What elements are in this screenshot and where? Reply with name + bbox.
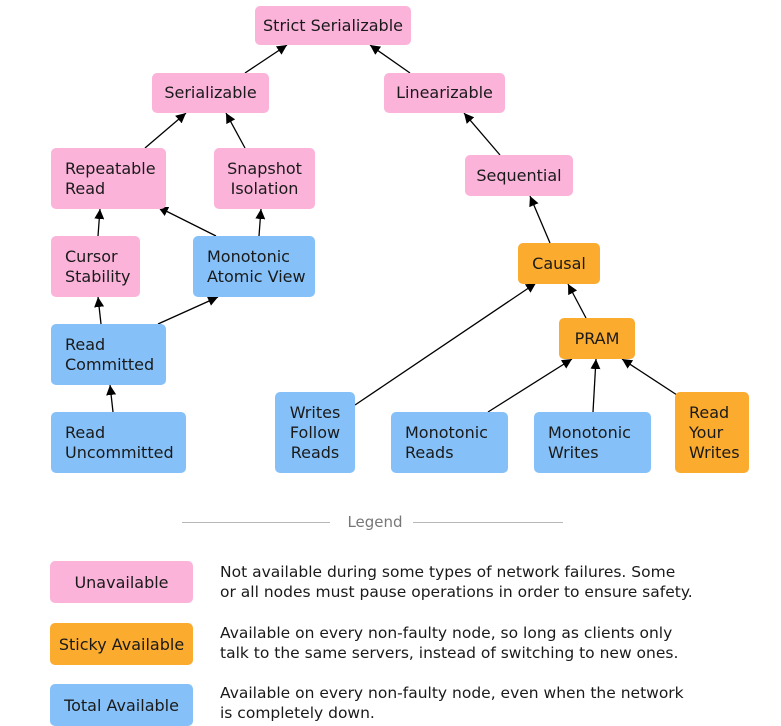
edge-snapshot-isolation-to-serializable [225,112,246,149]
legend-divider-right [413,522,563,523]
node-sequential-label: Sequential [476,165,562,185]
node-read-your-writes: Read Your Writes [675,392,749,473]
node-read-your-writes-line-2: Your [689,422,724,442]
legend-desc-total-available-line-1: Available on every non-faulty node, even… [220,684,684,702]
edge-cursor-stability-to-repeatable-read [94,208,105,237]
edge-read-your-writes-to-pram [621,358,678,396]
node-read-committed-line-1: Read [65,334,106,354]
edge-causal-to-sequential [529,195,551,244]
edge-read-committed-to-monotonic-atomic-view [157,296,219,325]
node-writes-follow-reads: Writes Follow Reads [275,392,355,473]
legend-desc-sticky-available-line-1: Available on every non-faulty node, so l… [220,624,673,642]
node-cursor-stability-line-2: Stability [65,266,131,286]
edge-pram-to-causal [567,283,587,319]
node-repeatable-read-line-2: Read [65,178,106,198]
edge-serializable-to-strict-serializable [244,44,288,74]
node-writes-follow-reads-line-1: Writes [289,402,341,422]
legend-desc-unavailable-line-2: or all nodes must pause operations in or… [220,583,693,601]
node-monotonic-reads: Monotonic Reads [391,412,508,473]
legend-desc-total-available-line-2: is completely down. [220,704,375,722]
node-causal-label: Causal [532,253,586,273]
edge-sequential-to-linearizable [463,112,501,156]
node-monotonic-writes: Monotonic Writes [534,412,651,473]
edge-writes-follow-reads-to-causal [354,282,537,406]
node-sequential: Sequential [465,155,573,196]
legend-swatch-unavailable: Unavailable [50,561,193,603]
node-read-committed-line-2: Committed [65,354,155,374]
node-read-committed: Read Committed [51,324,166,385]
node-read-uncommitted-line-2: Uncommitted [65,442,174,462]
node-monotonic-atomic-view: Monotonic Atomic View [193,236,315,297]
node-linearizable: Linearizable [384,73,505,113]
node-repeatable-read-line-1: Repeatable [65,158,156,178]
node-cursor-stability: Cursor Stability [51,236,140,297]
edge-read-uncommitted-to-read-committed [106,384,117,413]
legend-swatch-sticky-available: Sticky Available [50,623,193,665]
node-strict-serializable: Strict Serializable [255,6,411,45]
node-read-uncommitted-line-1: Read [65,422,106,442]
legend-desc-sticky-available-line-2: talk to the same servers, instead of swi… [220,644,679,662]
node-repeatable-read: Repeatable Read [51,148,166,209]
legend-desc-unavailable-line-1: Not available during some types of netwo… [220,563,676,581]
node-serializable-label: Serializable [164,83,257,102]
node-read-your-writes-line-3: Writes [689,442,740,462]
node-monotonic-reads-line-2: Reads [405,442,454,462]
node-pram-label: PRAM [574,328,620,348]
legend-desc-sticky-available: Available on every non-faulty node, so l… [220,623,760,663]
node-monotonic-reads-line-1: Monotonic [405,422,488,442]
legend-desc-total-available: Available on every non-faulty node, even… [220,683,760,723]
node-read-uncommitted: Read Uncommitted [51,412,186,473]
edge-monotonic-writes-to-pram [590,358,601,413]
edge-monotonic-atomic-view-to-repeatable-read [157,206,217,237]
legend-swatch-unavailable-label: Unavailable [74,572,169,592]
legend-swatch-sticky-available-label: Sticky Available [58,634,185,654]
node-monotonic-writes-line-1: Monotonic [548,422,631,442]
legend-swatch-total-available-label: Total Available [64,695,179,715]
node-causal: Causal [518,243,600,284]
node-snapshot-isolation-line-2: Isolation [230,178,299,198]
edge-read-committed-to-cursor-stability [94,296,105,325]
node-snapshot-isolation: Snapshot Isolation [214,148,315,209]
edge-monotonic-atomic-view-to-snapshot-isolation [255,208,266,237]
node-strict-serializable-label: Strict Serializable [263,15,403,35]
edge-repeatable-read-to-serializable [144,112,187,149]
legend-divider-left [182,522,330,523]
node-writes-follow-reads-line-2: Follow [289,422,341,442]
node-monotonic-writes-line-2: Writes [548,442,599,462]
legend-title: Legend [347,513,403,531]
node-cursor-stability-line-1: Cursor [65,246,118,266]
node-monotonic-atomic-view-line-1: Monotonic [207,246,290,266]
legend-header: Legend [180,512,565,532]
node-monotonic-atomic-view-line-2: Atomic View [207,266,306,286]
node-read-your-writes-line-1: Read [689,402,730,422]
node-writes-follow-reads-line-3: Reads [290,442,340,462]
node-linearizable-label: Linearizable [396,83,493,102]
legend-desc-unavailable: Not available during some types of netwo… [220,562,760,602]
node-pram: PRAM [559,318,635,359]
legend-swatch-total-available: Total Available [50,684,193,726]
edge-linearizable-to-strict-serializable [369,44,411,74]
edge-monotonic-reads-to-pram [487,358,573,413]
node-snapshot-isolation-line-1: Snapshot [227,158,302,178]
node-serializable: Serializable [152,73,269,113]
